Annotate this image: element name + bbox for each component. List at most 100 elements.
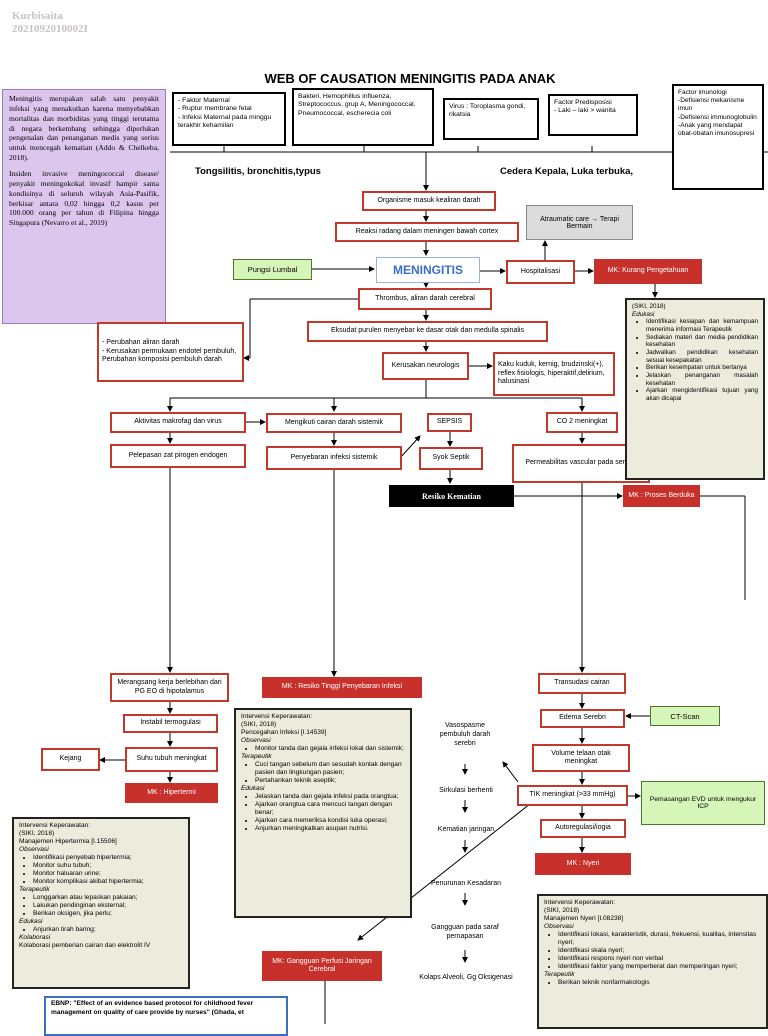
list-item: Anjurkan tirah baring;	[33, 926, 183, 934]
list-item: Monitor tanda dan gejala infeksi lokal d…	[255, 745, 405, 753]
mk-nyeri: MK : Nyeri	[535, 853, 631, 875]
evd-box: Pemasangan EVD untuk mengukur ICP	[641, 781, 765, 825]
intervensi-hipertermi-kol: Kolaborasi pemberian cairan dan elektrol…	[19, 942, 151, 950]
intro-paragraph-1: Meningitis merupakan salah satu penyakit…	[9, 94, 159, 163]
list-item: Longgarkan atau lepaskan pakaian;	[33, 894, 183, 902]
instabil-box: Instabil termogulasi	[123, 714, 218, 733]
list-item: Monitor komplikasi akibat hipertermia;	[33, 878, 183, 886]
cause-imunologi: Factor imunologi -Defisiensi mekanisme i…	[672, 84, 764, 190]
list-item: Sediakan materi dan media pendidikan kes…	[646, 334, 758, 349]
pelepasan-box: Pelepasan zat pirogen endogen	[110, 444, 246, 468]
list-item: Jelaskan penanganan masalah kesehatan	[646, 372, 758, 387]
atraumatic-box: Atraumatic care → Terapi Bermain	[526, 205, 633, 240]
intervensi-infeksi-s2: Terapeutik	[241, 753, 272, 761]
list-item: Berikan kesempatan untuk bertanya	[646, 364, 758, 372]
intro-paragraph-2: Insiden invasive meningococcal disease/ …	[9, 169, 159, 228]
intervensi-hipertermi-edu: Anjurkan tirah baring;	[19, 926, 183, 934]
intervensi-hipertermi-obs: Identifikasi penyebab hipertermia; Monit…	[19, 854, 183, 886]
list-item: Identifikasi lokasi, karakteristik, dura…	[558, 931, 761, 947]
list-item: Jadwalkan pendidikan kesehatan sesuai ke…	[646, 349, 758, 364]
cedera-label: Cedera Kepala, Luka terbuka,	[500, 166, 634, 177]
intervensi-infeksi-h2: (SIKI, 2018)	[241, 721, 277, 729]
list-item: Anjurkan meningkatkan asupan nutrisi.	[255, 825, 405, 833]
intervensi-hipertermi-note: Intervensi Keperawatan: (SIKI, 2018) Man…	[12, 817, 190, 989]
list-item: Monitor haluaran urine;	[33, 870, 183, 878]
organisme-box: Organisme masuk kealiran darah	[362, 191, 496, 211]
intervensi-nyeri-h2: (SIKI, 2018)	[544, 907, 580, 915]
mk-hipertermi: MK : Hipertermi	[125, 783, 218, 803]
tongsilitis-label: Tongsilitis, bronchitis,typus	[195, 166, 321, 177]
list-item: Lakukan pendinginan eksternal;	[33, 902, 183, 910]
intervensi-infeksi-s1: Observasi	[241, 737, 271, 745]
intervensi-infeksi-obs: Monitor tanda dan gejala infeksi lokal d…	[241, 745, 405, 753]
watermark: Kurbisaita 2021092010002I	[12, 10, 88, 36]
mk-kurang-pengetahuan: MK: Kurang Pengetahuan	[594, 259, 702, 284]
gangguan-saraf-text: Gangguan pada saraf pernapasan	[431, 924, 499, 940]
intervensi-nyeri-obs: Identifikasi lokasi, karakteristik, dura…	[544, 931, 761, 971]
intervensi-hipertermi-s3: Edukasi	[19, 918, 43, 926]
autoregulasi-box: Autoregulasi/iogia	[540, 819, 626, 838]
siki-pengetahuan-head: (SIKI, 2018)	[632, 303, 666, 310]
meningitis-box: MENINGITIS	[376, 257, 480, 283]
intervensi-infeksi-note: Intervensi Keperawatan: (SIKI, 2018) Pen…	[234, 708, 412, 918]
watermark-line-2: 2021092010002I	[12, 23, 88, 36]
intervensi-hipertermi-h2: (SIKI, 2018)	[19, 830, 55, 838]
sirkulasi-text: Sirkulasi berhenti	[439, 787, 493, 794]
thrombus-box: Thrombus, aliran darah cerebral	[358, 288, 492, 310]
intervensi-nyeri-note: Intervensi Keperawatan: (SIKI, 2018) Man…	[537, 894, 768, 1029]
intro-panel: Meningitis merupakan salah satu penyakit…	[2, 89, 166, 324]
cause-predisposisi: Factor Predisposisi - Laki – laki > wani…	[548, 94, 638, 136]
list-item: Identifikasi skala nyeri;	[558, 947, 761, 955]
penurunan-text: Penurunan Kesadaran	[430, 880, 502, 887]
mk-gangguan-perfusi: MK: Gangguan Perfusi Jaringan Cerebral	[262, 951, 382, 981]
intervensi-hipertermi-h1: Intervensi Keperawatan:	[19, 822, 91, 829]
sepsis-box: SEPSIS	[427, 413, 472, 432]
ebnp-box: EBNP: "Effect of an evidence based proto…	[44, 996, 288, 1036]
intervensi-infeksi-h3: Pencegahan Infeksi [I.14539]	[241, 729, 327, 737]
syok-septik-box: Syok Septik	[419, 447, 483, 470]
list-item: Ajarkan mengidentifikasi tujuan yang aka…	[646, 387, 758, 402]
intervensi-infeksi-edu: Jelaskan tanda dan gejala infeksi pada o…	[241, 793, 405, 833]
mk-resiko-infeksi: MK : Resiko Tinggi Penyebaran Infeksi	[262, 677, 422, 698]
reaksi-box: Reaksi radang dalam meningen bawah corte…	[335, 222, 519, 242]
list-item: Pertahankan teknik aseptik;	[255, 777, 405, 785]
intervensi-nyeri-h1: Intervensi Keperawatan:	[544, 899, 616, 906]
eksudat-box: Eksudat purulen menyebar ke dasar otak d…	[307, 321, 548, 342]
volume-box: Volume telaan otak meningkat	[532, 744, 630, 772]
kerusakan-box: Kerusakan neurologis	[382, 352, 469, 380]
list-item: Identifikasi faktor yang memperberat dan…	[558, 963, 761, 971]
cause-virus: Virus : Toroplasma gondi, rikatsia	[443, 98, 539, 140]
intervensi-infeksi-s3: Edukasi	[241, 785, 265, 793]
list-item: Berikan teknik nonfarmakologis	[558, 979, 761, 987]
transudasi-box: Transudasi cairan	[538, 673, 626, 694]
list-item: Identifikasi penyebab hipertermia;	[33, 854, 183, 862]
cause-bacteria: Bakteri, Hemophillus influenza, Streptoc…	[292, 88, 434, 146]
list-item: Berikan oksigen, jika perlu;	[33, 910, 183, 918]
list-item: Cuci tangan sebelum dan sesudah kontak d…	[255, 761, 405, 777]
co2-box: CO 2 meningkat	[546, 412, 618, 433]
kematian-jaringan-text: Kematian jaringan	[437, 826, 495, 833]
intervensi-nyeri-h3: Manajemen Nyeri [I.08238]	[544, 915, 624, 923]
watermark-line-1: Kurbisaita	[12, 10, 63, 22]
mk-proses-berduka: MK : Proses Berduka	[623, 485, 700, 507]
intervensi-infeksi-ter: Cuci tangan sebelum dan sesudah kontak d…	[241, 761, 405, 785]
intervensi-nyeri-s1: Observasi	[544, 923, 574, 931]
list-item: Jelaskan tanda dan gejala infeksi pada o…	[255, 793, 405, 801]
tik-box: TIK meningkat (>33 mmHg)	[517, 785, 628, 806]
intervensi-hipertermi-s2: Terapeutik	[19, 886, 50, 894]
resiko-kematian-box: Resiko Kematian	[389, 485, 514, 507]
cause-maternal: - Faktor Maternal - Ruptur membrane feta…	[172, 92, 286, 146]
siki-pengetahuan-sub: Edukasi	[632, 310, 655, 318]
page-title: WEB OF CAUSATION MENINGITIS PADA ANAK	[264, 71, 556, 86]
hospitalisasi-box: Hospitalisasi	[506, 260, 575, 284]
intervensi-hipertermi-ter: Longgarkan atau lepaskan pakaian; Lakuka…	[19, 894, 183, 918]
list-item: Identifikasi kesiapan dan kemampuan mene…	[646, 318, 758, 333]
siki-pengetahuan-list: Identifikasi kesiapan dan kemampuan mene…	[632, 318, 758, 402]
pungsi-lumbal-box: Pungsi Lumbal	[233, 259, 312, 280]
edema-box: Edema Serebri	[540, 709, 625, 728]
aktivitas-box: Aktivitas makrofag dan virus	[110, 412, 246, 433]
kejang-box: Kejang	[41, 748, 100, 771]
intervensi-hipertermi-s1: Observasi	[19, 846, 49, 854]
intervensi-hipertermi-s4: Kolaborasi	[19, 934, 51, 942]
